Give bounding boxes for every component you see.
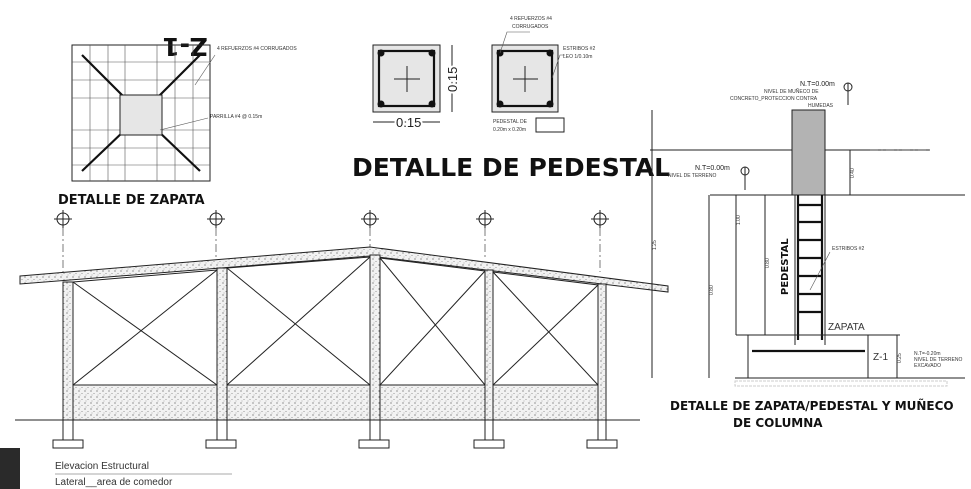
pedestal-dim-width: 0.15 [396,115,421,130]
elevation-caption-2: Lateral__area de comedor [55,477,173,488]
rebar-note: 4 REFUERZOS #4 [510,16,552,22]
pedestal-label: PEDESTAL [780,238,791,295]
pedestal-caption: DETALLE DE PEDESTAL [352,153,670,182]
dim-label: 1.00 [736,215,742,225]
z-tag: Z-1 [873,352,888,363]
structural-elevation: Elevacion Estructural Lateral__area de c… [0,210,669,489]
soil-hatch [734,380,948,387]
zapata-caption: DETALLE DE ZAPATA [58,193,205,208]
dark-corner-block [0,448,20,489]
stirrup-note: LEO 1/0.10m [563,54,592,60]
zapata-pedestal-section [119,94,163,136]
level-top: N.T=0.00m [800,81,835,88]
level-note: NIVEL DE TERRENO [668,173,716,179]
pedestal-detail: 0.15 0.15 4 REFUERZOS #4 CORRUGADOS ESTR… [352,16,670,182]
dim-label: 0.40 [850,168,856,178]
roof-beam [19,246,669,293]
level-note: NIVEL DE MUÑECO DE [764,88,819,95]
column-section-detail: 0.40 N.T=0.00m NIVEL DE MUÑECO DE CONCRE… [650,81,965,430]
zapata-note: PARRILLA #4 @ 0.15m [210,114,262,120]
stirrup-note: ESTRIBOS #2 [563,46,595,52]
level-ground: N.T=0.00m [695,165,730,172]
zapata-outline [71,44,211,182]
pedestal-legend: 0.20m x 0.20m [493,127,526,133]
grid-axis-markers [54,210,609,278]
zapata-label: ZAPATA [828,322,865,333]
muneco-concrete [791,109,826,196]
zapata-tag: Z-1 [162,32,207,61]
elevation-caption-1: Elevacion Estructural [55,461,149,472]
footings [52,420,618,449]
level-note: EXCAVADO [914,363,941,369]
level-bottom: N.T=-0.20m [914,351,941,357]
dim-label: 0.25 [897,353,903,363]
stirrups [798,203,822,314]
level-note: HUMEDAS [808,103,834,109]
dim-label: 1.25 [652,240,658,250]
pedestal-legend: PEDESTAL DE [493,119,528,125]
dim-label: 0.80 [765,258,771,268]
zapata-note: 4 REFUERZOS #4 CORRUGADOS [217,46,297,52]
section-caption-2: DE COLUMNA [733,416,823,430]
masonry-wall-band [62,384,607,421]
zapata-plan-detail: Z-1 4 REFUERZOS #4 CORRUGADOS PARRILLA #… [58,32,297,208]
pedestal-legend-swatch [535,117,565,133]
level-note: CONCRETO_PROTECCION CONTRA [730,96,818,102]
stirrup-note-small: ESTRIBOS #2 [832,246,864,252]
section-caption-1: DETALLE DE ZAPATA/PEDESTAL Y MUÑECO [670,398,954,413]
wall-panels [72,256,599,386]
level-note: NIVEL DE TERRENO [914,357,962,363]
dim-label: 0.80 [709,285,715,295]
rebar-note: CORRUGADOS [512,24,549,30]
pedestal-dim-height: 0.15 [445,67,460,92]
